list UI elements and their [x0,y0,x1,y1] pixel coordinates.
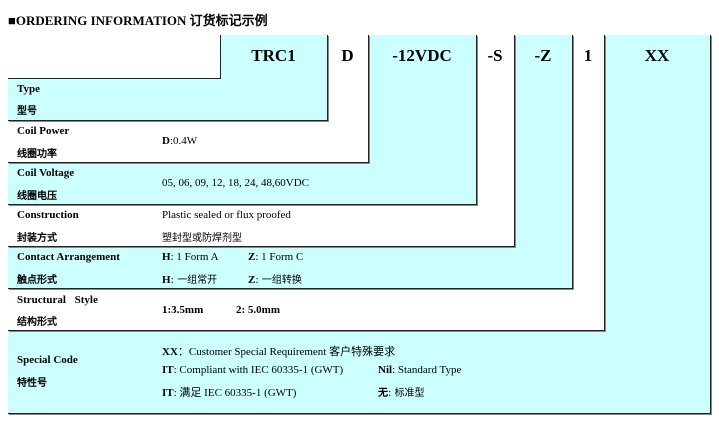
contact-label-cn: 触点形式 [17,275,57,286]
coil-voltage-label: Coil Voltage [17,167,75,179]
header-blank [8,35,221,79]
coil-power-label-cn: 线圈功率 [17,149,57,160]
special-nil-cn: 无: 标准型 [378,388,425,399]
special-code-label: Special Code [17,354,78,366]
code-coil-power: D [341,46,354,65]
special-it-cn: IT: 满足 IEC 60335-1 (GWT) [162,387,297,399]
special-xx: XX：Customer Special Requirement 客户特殊要求 [162,346,396,358]
type-label: Type [17,83,41,95]
special-nil: Nil: Standard Type [378,364,462,376]
construction-label-cn: 封装方式 [17,233,57,244]
code-contact: -Z [534,46,552,65]
special-code-label-cn: 特性号 [17,378,47,389]
coil-voltage-label-cn: 线圈电压 [17,191,57,202]
construction-label: Construction [17,209,79,221]
code-construction: -S [487,46,503,65]
structural-label-cn: 结构形式 [17,317,57,328]
code-special: XX [644,46,670,65]
contact-label: Contact Arrangement [17,251,120,263]
type-label-cn: 型号 [17,106,37,117]
special-it: IT: Compliant with IEC 60335-1 (GWT) [162,364,344,376]
contact-form-a-cn: H: 一组常开 [162,274,218,286]
code-structural: 1 [583,46,593,65]
construction-value-cn: 塑封型或防焊剂型 [162,233,242,244]
coil-power-value: D:0.4W [162,135,198,147]
structural-option-1: 1:3.5mm [162,304,204,316]
section-title: ■ORDERING INFORMATION 订货标记示例 [8,13,268,28]
contact-form-c: Z: 1 Form C [248,251,304,263]
contact-form-a: H: 1 Form A [162,251,219,263]
structural-label: Structural Style [17,294,98,306]
coil-voltage-value: 05, 06, 09, 12, 18, 24, 48,60VDC [162,177,309,189]
code-type: TRC1 [251,46,296,65]
construction-value: Plastic sealed or flux proofed [162,209,291,221]
code-coil-voltage: -12VDC [392,46,452,65]
coil-power-label: Coil Power [17,125,70,137]
contact-form-c-cn: Z: 一组转换 [248,274,302,286]
structural-option-2: 2: 5.0mm [236,304,280,316]
